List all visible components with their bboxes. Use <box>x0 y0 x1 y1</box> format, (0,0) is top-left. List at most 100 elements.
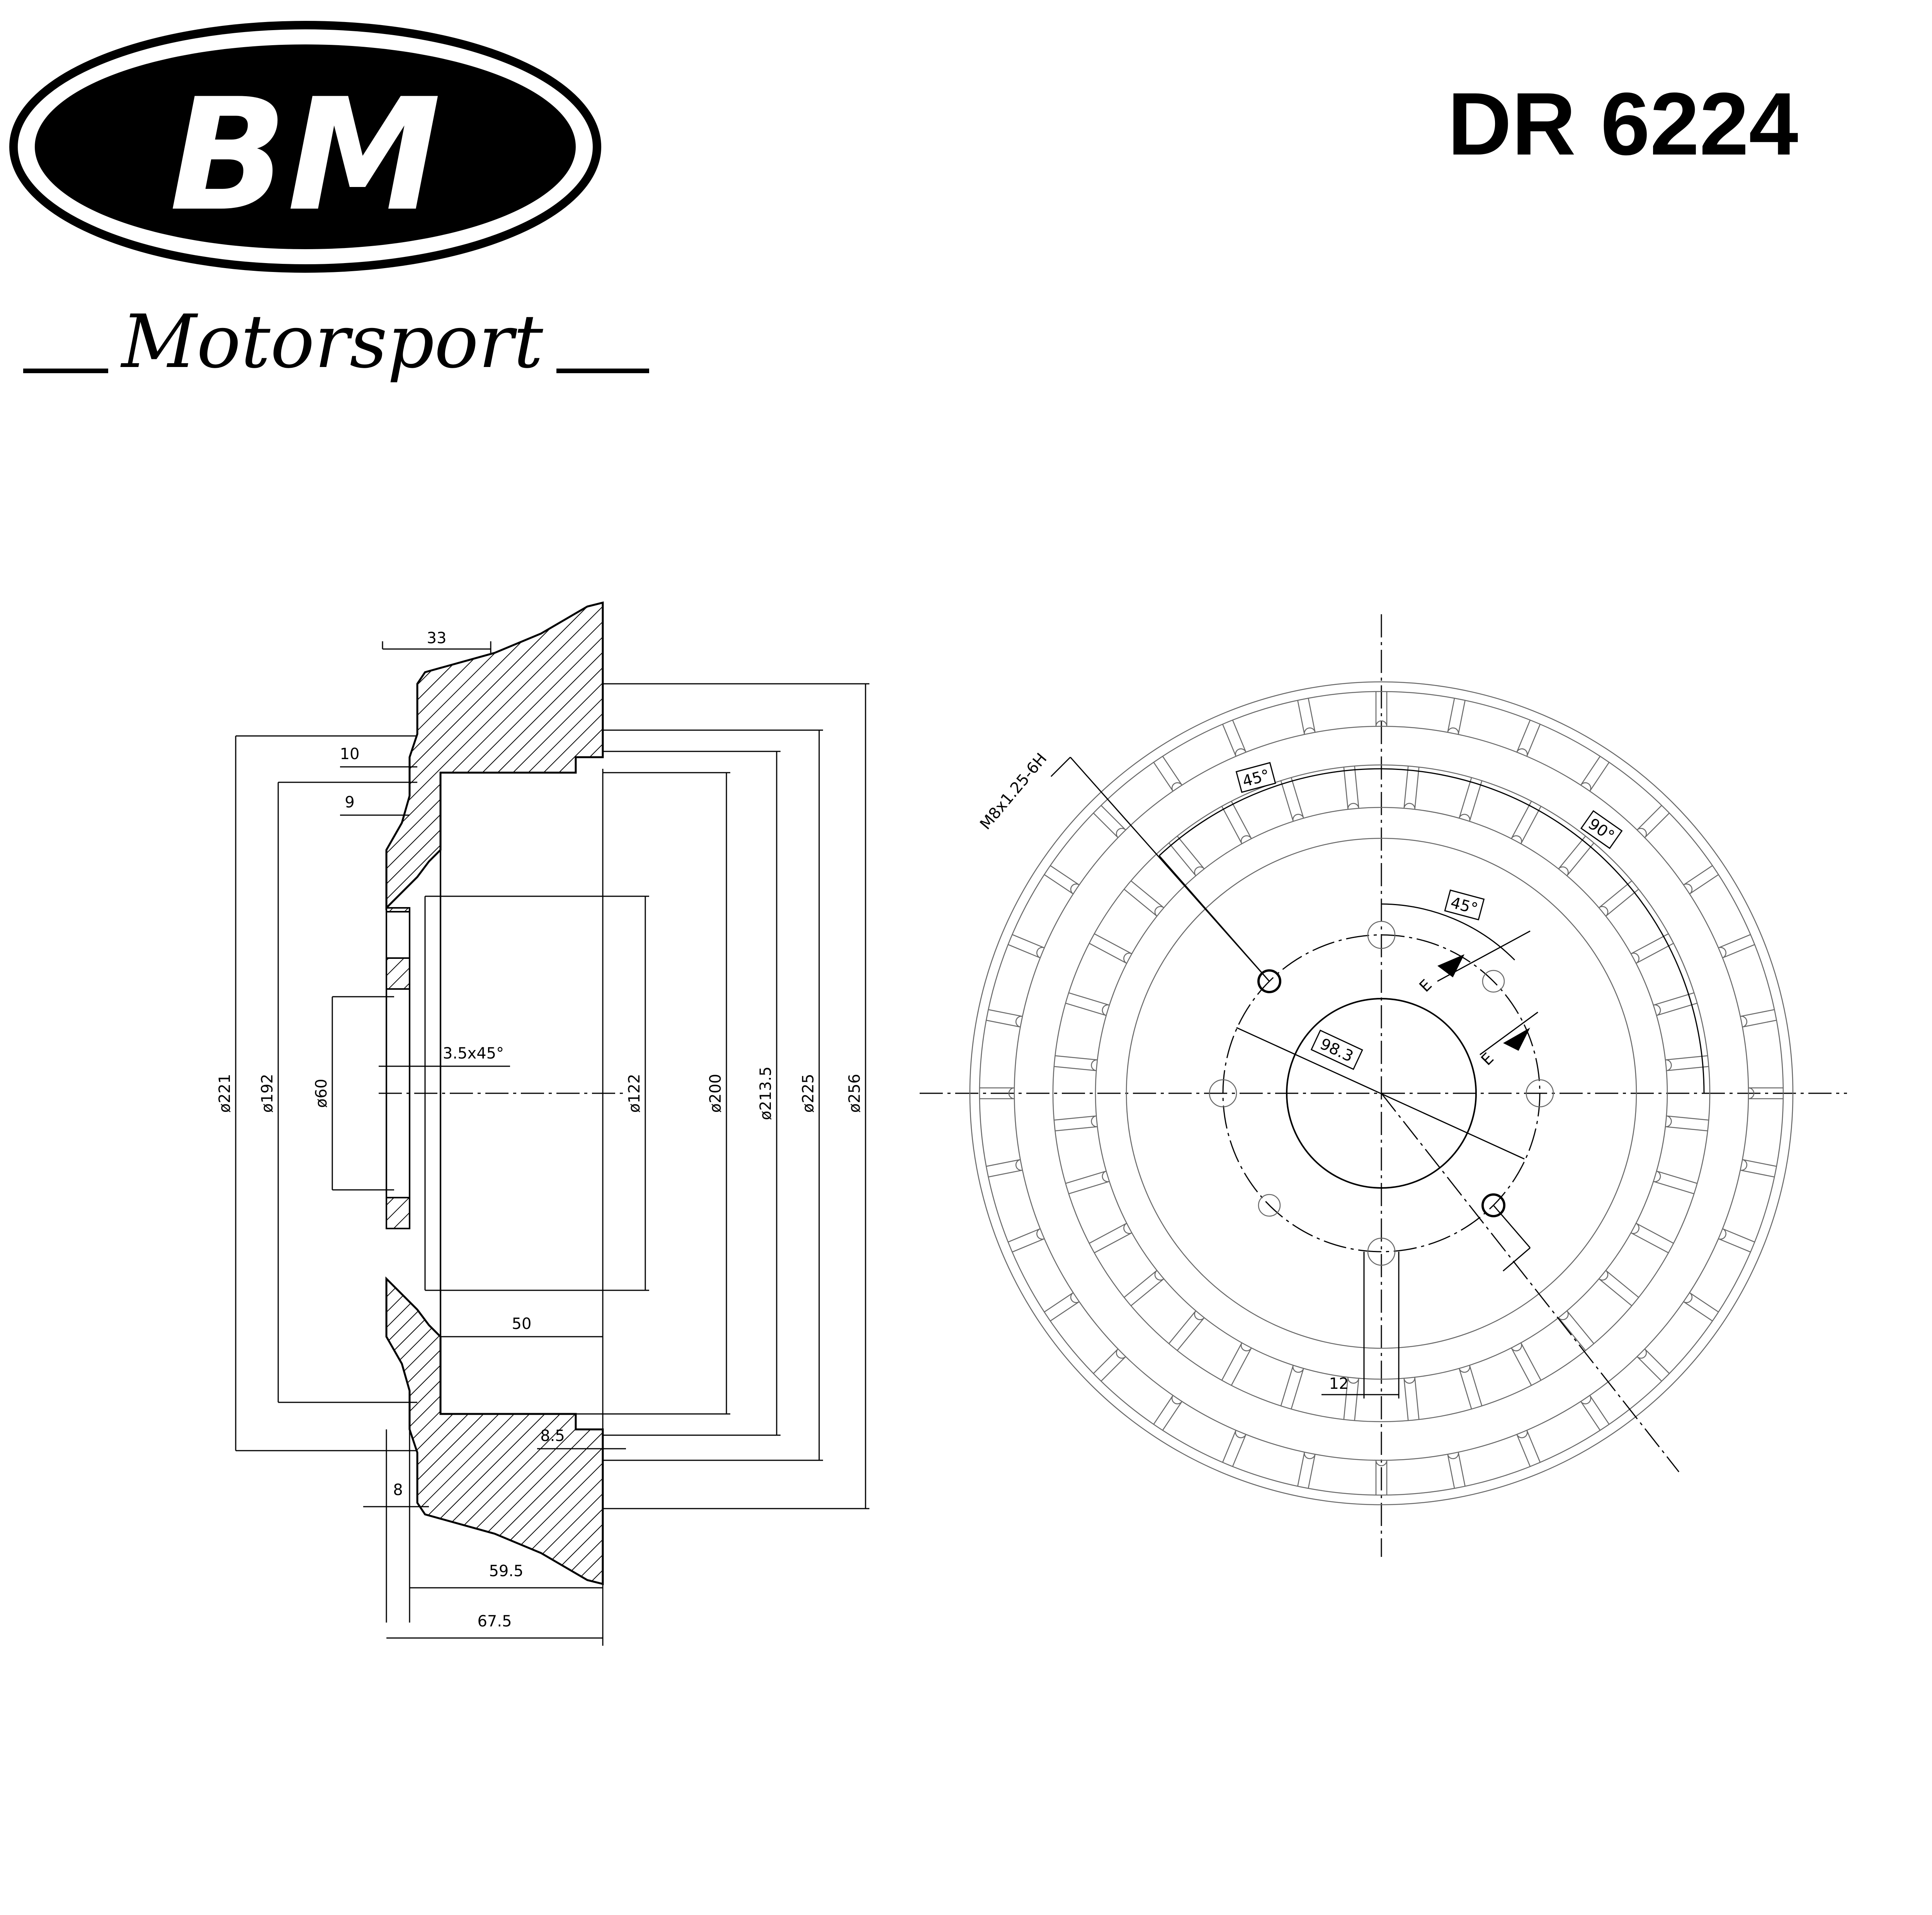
cooling-fin <box>1511 1342 1542 1386</box>
bolt-hole <box>1209 1079 1237 1108</box>
cooling-fin <box>1631 1223 1674 1254</box>
cooling-fin <box>986 1009 1023 1028</box>
drum-outer-ring-inner <box>979 691 1784 1496</box>
drum-outer-ring <box>969 681 1794 1505</box>
cooling-fin <box>1089 1223 1132 1254</box>
cooling-fin <box>1447 1452 1466 1489</box>
cooling-fin <box>1558 836 1595 876</box>
section-upper-lip <box>386 907 410 912</box>
cooling-fin <box>1653 1171 1697 1195</box>
bolt-hole <box>1526 1079 1554 1108</box>
logo-inner-oval <box>35 44 576 249</box>
cooling-fin <box>1093 1348 1126 1382</box>
cooling-fin <box>1683 865 1719 894</box>
outer-cooling-fins <box>980 692 1783 1495</box>
dim-10: 10 <box>340 745 360 763</box>
thread-label: M8x1.25-6H <box>976 750 1050 833</box>
pcd-box: 98.3 <box>1310 1030 1363 1070</box>
brand-logo: BM Motorsport <box>9 21 649 384</box>
cooling-fin <box>1740 1009 1777 1028</box>
dim-chamfer: 3.5x45° <box>443 1045 504 1062</box>
cooling-fin <box>1631 933 1674 964</box>
cooling-fin <box>1222 720 1247 757</box>
threaded-hole <box>1257 969 1281 993</box>
cooling-fin <box>1297 698 1316 735</box>
cooling-fin <box>1580 756 1610 792</box>
cooling-fin <box>1221 801 1252 844</box>
dim-59-5: 59.5 <box>489 1562 523 1580</box>
inner-cooling-fins <box>1054 766 1709 1421</box>
cooling-fin <box>1599 880 1639 917</box>
section-view: 33 10 9 3.5x45° 50 8.5 8 59.5 67.5 ø221 <box>216 601 869 1646</box>
cooling-fin <box>1044 1292 1080 1322</box>
dim-dia-192: ø192 <box>259 1074 276 1113</box>
dim-50: 50 <box>512 1315 532 1333</box>
cooling-fin <box>1636 805 1670 838</box>
part-number: DR 6224 <box>1447 74 1798 173</box>
cooling-fin <box>1044 865 1080 894</box>
cooling-fin <box>1636 1348 1670 1382</box>
cooling-fin <box>1748 1087 1783 1099</box>
cooling-fin <box>1459 777 1483 822</box>
dim-dia-122: ø122 <box>626 1074 643 1113</box>
cooling-fin <box>1511 801 1542 844</box>
cooling-fin <box>1168 836 1205 876</box>
cooling-fin <box>1089 933 1132 964</box>
dim-dia-256: ø256 <box>846 1074 864 1113</box>
dim-8-5: 8.5 <box>540 1427 565 1445</box>
angle-arc-90 <box>1381 768 1705 1094</box>
cooling-fin <box>1222 1430 1247 1467</box>
cooling-fin <box>1153 756 1182 792</box>
wheel-hole <box>1258 1194 1281 1217</box>
pcd-dimension-line <box>1236 1027 1525 1160</box>
drum-fin-ring <box>1014 726 1749 1461</box>
drum-mid-ring <box>1052 764 1711 1422</box>
cooling-fin <box>1665 1055 1709 1071</box>
cooling-fin <box>1280 1365 1304 1409</box>
cooling-fin <box>1153 1395 1182 1431</box>
cooling-fin <box>1054 1055 1098 1071</box>
cooling-fin <box>1665 1115 1709 1132</box>
angle-45b-box: 45° <box>1444 889 1485 921</box>
cooling-fin <box>1375 692 1388 727</box>
cooling-fin <box>1375 1460 1388 1495</box>
cooling-fin <box>1447 698 1466 735</box>
cooling-fin <box>1558 1310 1595 1351</box>
dim-dia-221: ø221 <box>216 1074 234 1113</box>
cooling-fin <box>1459 1365 1483 1409</box>
dim-8: 8 <box>393 1481 403 1499</box>
wheel-hole <box>1482 970 1505 993</box>
threaded-hole <box>1481 1193 1505 1217</box>
bolt-hole <box>1367 1237 1396 1266</box>
section-lower-hatch <box>385 1276 604 1585</box>
dim-dia-60: ø60 <box>313 1079 330 1108</box>
cooling-fin <box>1065 992 1110 1016</box>
angle-90-box: 90° <box>1580 810 1623 849</box>
cooling-fin <box>1516 720 1541 757</box>
dim-dia-225: ø225 <box>799 1074 817 1113</box>
center-bore <box>1286 998 1477 1189</box>
cooling-fin <box>1653 992 1697 1016</box>
logo-motorsport-text: Motorsport <box>120 299 543 384</box>
cooling-fin <box>1683 1292 1719 1322</box>
slot-width-label: 12 <box>1329 1375 1349 1393</box>
cooling-fin <box>1054 1115 1098 1132</box>
cooling-fin <box>1403 766 1420 810</box>
dim-dia-200: ø200 <box>707 1074 724 1113</box>
front-view: M8x1.25-6H 45° 90° 45° 98.3 <box>920 614 1847 1557</box>
cooling-fin <box>1516 1430 1541 1467</box>
section-mark-2: E <box>1478 1050 1497 1069</box>
drum-inner-ring <box>1095 807 1668 1380</box>
cooling-fin <box>986 1159 1023 1178</box>
cooling-fin <box>1343 766 1359 810</box>
dim-67-5: 67.5 <box>477 1613 512 1630</box>
cooling-fin <box>1403 1377 1420 1421</box>
cooling-fin <box>1580 1395 1610 1431</box>
section-upper-hub <box>386 957 410 990</box>
cooling-fin <box>1008 934 1045 958</box>
section-arrow-1 <box>1437 954 1464 977</box>
section-line <box>1381 1093 1680 1472</box>
dim-dia-213-5: ø213.5 <box>757 1067 775 1120</box>
